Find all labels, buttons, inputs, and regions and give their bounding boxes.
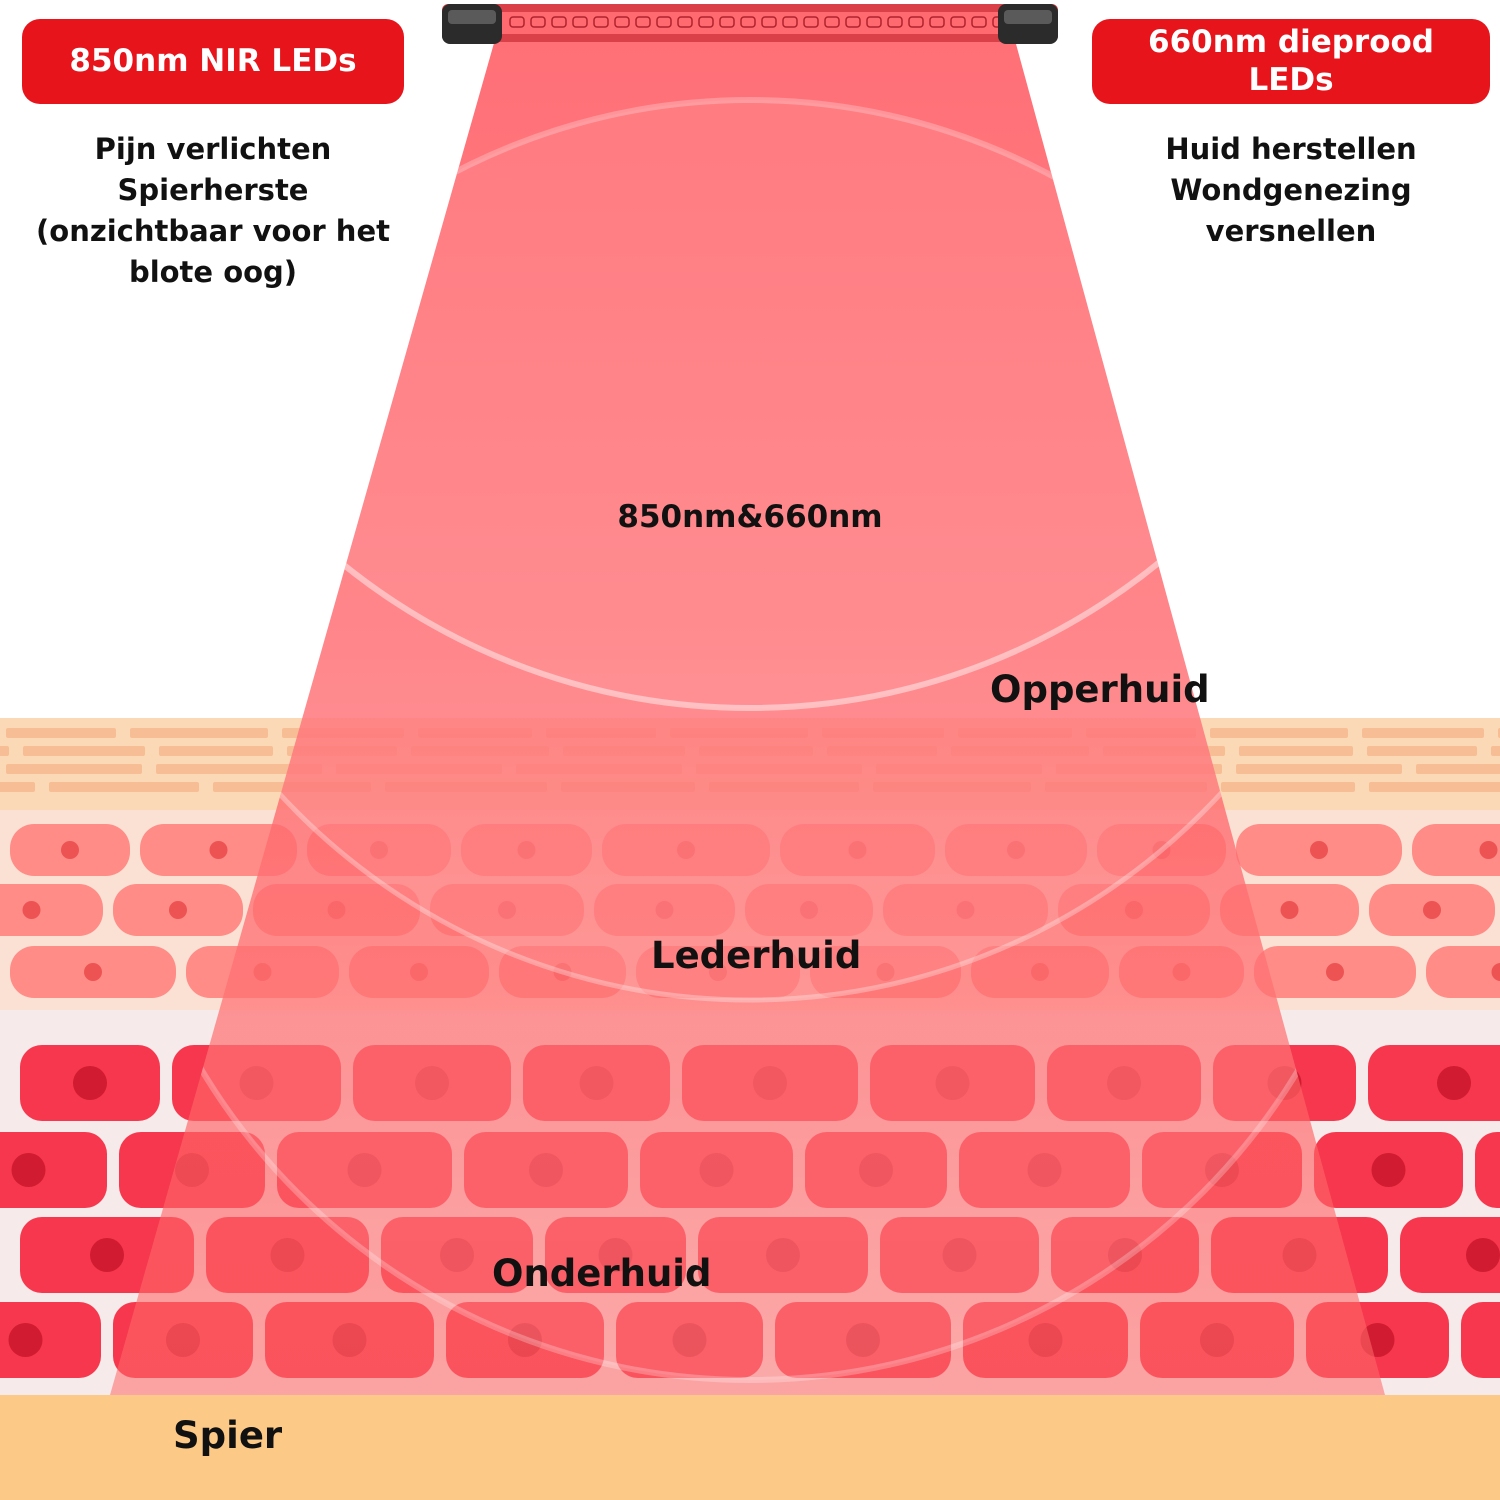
dermis-cell-nucleus <box>1479 841 1498 859</box>
led-icon <box>740 16 756 28</box>
led-icon <box>677 16 693 28</box>
epidermis-cell <box>1221 782 1355 792</box>
led-icon <box>698 16 714 28</box>
nir-led-badge-label: 850nm NIR LEDs <box>69 42 357 79</box>
nir-led-badge: 850nm NIR LEDs <box>22 19 404 104</box>
led-icon <box>761 16 777 28</box>
led-icon <box>782 16 798 28</box>
led-icon <box>845 16 861 28</box>
epidermis-cell <box>1367 746 1477 756</box>
subcutis-cell-nucleus <box>1371 1153 1406 1187</box>
subcutis-cell <box>1461 1302 1500 1378</box>
led-icon <box>593 16 609 28</box>
dermis-label: Lederhuid <box>651 934 862 977</box>
led-row <box>509 16 1008 28</box>
led-icon <box>971 16 987 28</box>
red-penetration-arc <box>110 22 1385 711</box>
epidermis-cell <box>0 782 35 792</box>
dermis-cell-nucleus <box>169 901 187 919</box>
nir-benefit-line: Spierherste <box>117 173 309 207</box>
muscle-layer <box>0 1395 1500 1500</box>
nir-benefit-line: blote oog) <box>128 255 298 289</box>
led-icon <box>824 16 840 28</box>
subcutis-cell <box>1400 1217 1500 1293</box>
dermis-cell-nucleus <box>61 841 79 859</box>
dermis-cell-nucleus <box>1280 901 1299 919</box>
led-icon <box>551 16 567 28</box>
led-icon <box>530 16 546 28</box>
led-icon <box>656 16 672 28</box>
subcutis-cell-nucleus <box>73 1066 107 1100</box>
epidermis-cell <box>6 728 116 738</box>
epidermis-cell <box>6 764 142 774</box>
led-icon <box>929 16 945 28</box>
led-icon <box>509 16 525 28</box>
dermis-cell <box>0 884 103 936</box>
epidermis-cell <box>1210 728 1348 738</box>
subcutis-cell-nucleus <box>90 1238 124 1272</box>
epidermis-cell <box>1369 782 1500 792</box>
nir-penetration-arc <box>110 97 1385 1383</box>
deep-red-benefit-line: Huid herstellen <box>1165 132 1417 166</box>
subcutis-cell <box>1475 1132 1500 1208</box>
epidermis-cell <box>23 746 145 756</box>
subcutis-label: Onderhuid <box>492 1252 712 1295</box>
dermis-cell-nucleus <box>209 841 228 859</box>
subcutis-cell <box>1368 1045 1500 1121</box>
led-icon <box>614 16 630 28</box>
dermis-cell-nucleus <box>84 963 102 981</box>
subcutis-cell-nucleus <box>1466 1238 1500 1272</box>
epidermis-cell <box>1416 764 1500 774</box>
dermis-cell-nucleus <box>1326 963 1344 981</box>
nir-benefits: Pijn verlichten Spierherste (onzichtbaar… <box>13 129 413 293</box>
deep-red-led-badge: 660nm dieprood LEDs <box>1092 19 1490 104</box>
epidermis-label: Opperhuid <box>990 668 1210 711</box>
epidermis-cell <box>1239 746 1353 756</box>
dermis-cell-nucleus <box>22 901 41 919</box>
led-icon <box>572 16 588 28</box>
subcutis-cell-nucleus <box>8 1323 43 1357</box>
deep-red-led-badge-line: LEDs <box>1248 61 1334 98</box>
dermis-cell-nucleus <box>1310 841 1328 859</box>
dermis-cell <box>1426 946 1500 998</box>
deep-red-led-badge-line: 660nm dieprood <box>1148 23 1434 60</box>
led-icon <box>908 16 924 28</box>
deep-red-benefit-line: Wondgenezing <box>1170 173 1412 207</box>
led-icon <box>950 16 966 28</box>
dermis-cell-nucleus <box>1423 901 1441 919</box>
muscle-label: Spier <box>173 1414 283 1457</box>
subcutis-cell-nucleus <box>1437 1066 1471 1100</box>
dermis-cell-nucleus <box>1491 963 1500 981</box>
led-icon <box>719 16 735 28</box>
led-icon <box>887 16 903 28</box>
epidermis-cell <box>156 764 322 774</box>
dermis-cell <box>1412 824 1500 876</box>
epidermis-cell <box>0 746 9 756</box>
epidermis-cell <box>1236 764 1402 774</box>
led-icon <box>803 16 819 28</box>
nir-benefit-line: Pijn verlichten <box>94 132 332 166</box>
deep-red-benefit-line: versnellen <box>1205 214 1377 248</box>
nir-benefit-line: (onzichtbaar voor het <box>36 214 390 248</box>
epidermis-cell <box>1362 728 1484 738</box>
deep-red-benefits: Huid herstellen Wondgenezing versnellen <box>1091 129 1491 252</box>
epidermis-cell <box>49 782 199 792</box>
epidermis-cell <box>1491 746 1500 756</box>
subcutis-cell <box>0 1132 107 1208</box>
subcutis-cell <box>0 1302 101 1378</box>
led-icon <box>635 16 651 28</box>
wavelength-label: 850nm&660nm <box>617 499 883 535</box>
led-light-bar-icon <box>442 4 1058 44</box>
epidermis-cell <box>159 746 273 756</box>
subcutis-cell-nucleus <box>11 1153 46 1187</box>
led-icon <box>866 16 882 28</box>
epidermis-cell <box>130 728 268 738</box>
